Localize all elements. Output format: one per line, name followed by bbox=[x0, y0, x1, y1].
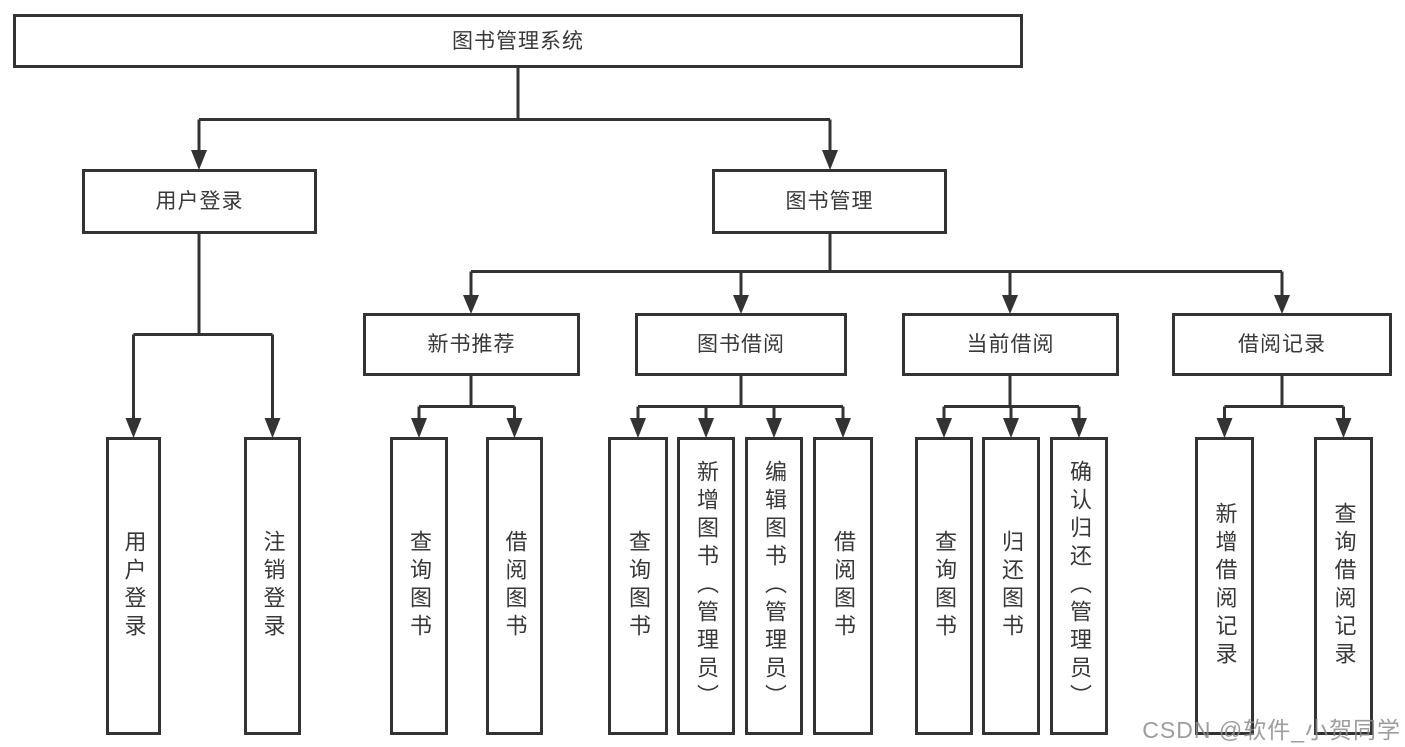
node-book-management: 图书管理 bbox=[712, 169, 947, 234]
node-user-login: 用户登录 bbox=[82, 169, 317, 234]
leaf-label: 新增图书（管理员） bbox=[694, 460, 719, 712]
leaf-label: 新增借阅记录 bbox=[1212, 502, 1238, 670]
leaf-label: 归还图书 bbox=[999, 530, 1024, 642]
leaf-borrow-books-recommend: 借阅图书 bbox=[486, 437, 543, 735]
node-label: 图书管理 bbox=[785, 190, 874, 213]
leaf-query-books-recommend: 查询图书 bbox=[390, 437, 448, 735]
leaf-label: 编辑图书（管理员） bbox=[762, 460, 787, 712]
leaf-logout: 注销登录 bbox=[244, 437, 301, 735]
leaf-label: 用户登录 bbox=[121, 530, 147, 642]
node-library-management-system: 图书管理系统 bbox=[13, 14, 1023, 68]
node-book-borrowing: 图书借阅 bbox=[635, 313, 847, 376]
leaf-label: 确认归还（管理员） bbox=[1067, 460, 1092, 712]
leaf-query-borrow-record: 查询借阅记录 bbox=[1314, 437, 1373, 735]
node-label: 当前借阅 bbox=[966, 333, 1055, 356]
node-label: 图书管理系统 bbox=[452, 29, 584, 53]
leaf-label: 查询借阅记录 bbox=[1331, 502, 1357, 670]
leaf-add-borrow-record: 新增借阅记录 bbox=[1195, 437, 1254, 735]
node-label: 借阅记录 bbox=[1238, 333, 1326, 356]
leaf-add-books-admin: 新增图书（管理员） bbox=[677, 437, 735, 735]
leaf-borrow-books-borrowing: 借阅图书 bbox=[813, 437, 873, 735]
leaf-label: 查询图书 bbox=[932, 530, 957, 642]
leaf-query-books-current: 查询图书 bbox=[915, 437, 973, 735]
leaf-label: 注销登录 bbox=[260, 530, 286, 642]
leaf-return-books: 归还图书 bbox=[982, 437, 1040, 735]
leaf-confirm-return-admin: 确认归还（管理员） bbox=[1050, 437, 1108, 735]
leaf-user-login: 用户登录 bbox=[106, 437, 161, 735]
node-label: 用户登录 bbox=[155, 190, 244, 213]
leaf-edit-books-admin: 编辑图书（管理员） bbox=[745, 437, 803, 735]
node-label: 新书推荐 bbox=[427, 333, 516, 356]
csdn-watermark: CSDN @软件_小贺同学 bbox=[1142, 717, 1401, 743]
node-borrowing-records: 借阅记录 bbox=[1172, 313, 1392, 376]
node-current-borrowing: 当前借阅 bbox=[902, 313, 1119, 376]
node-label: 图书借阅 bbox=[697, 333, 785, 356]
leaf-query-books-borrowing: 查询图书 bbox=[608, 437, 668, 735]
node-new-book-recommend: 新书推荐 bbox=[363, 313, 580, 376]
leaf-label: 查询图书 bbox=[407, 530, 432, 642]
leaf-label: 借阅图书 bbox=[831, 530, 856, 642]
leaf-label: 借阅图书 bbox=[502, 530, 528, 642]
leaf-label: 查询图书 bbox=[626, 530, 651, 642]
